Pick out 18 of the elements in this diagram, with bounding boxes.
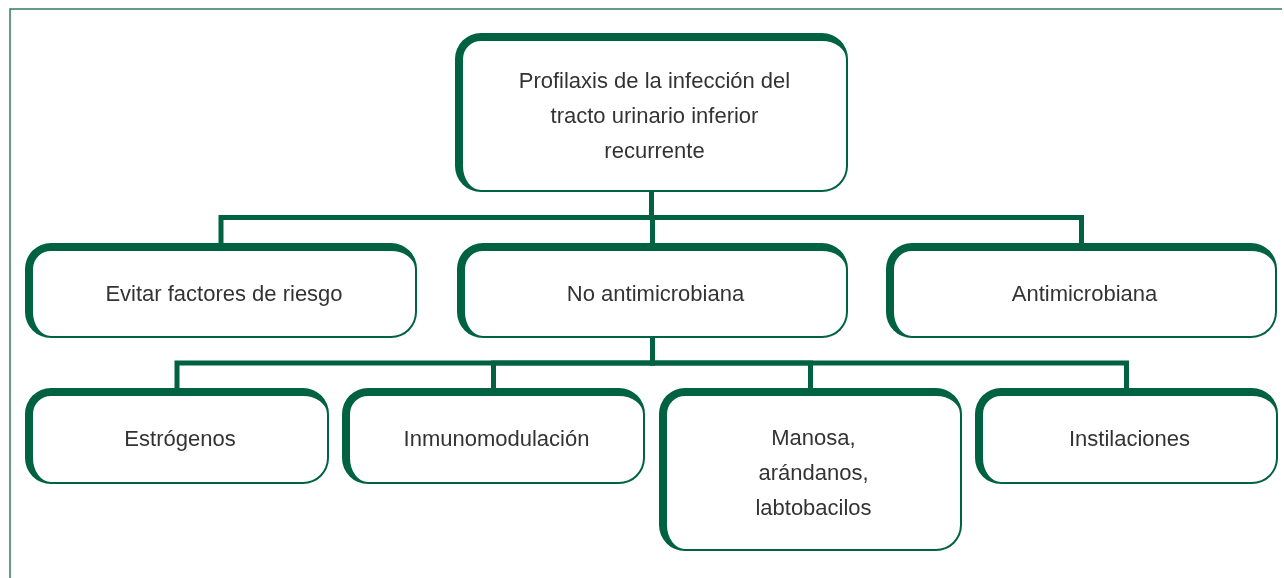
rounded-box: [659, 388, 962, 551]
box-label: Antimicrobiana: [1010, 279, 1159, 308]
rounded-box: [457, 243, 848, 338]
box-label: Evitar factores de riesgo: [104, 279, 344, 308]
connector-line: [649, 192, 1084, 245]
rounded-box: [25, 243, 417, 338]
rounded-box: [25, 388, 329, 484]
connector-line: [650, 338, 1129, 390]
rounded-box: [455, 33, 848, 192]
box-label: Manosa, arándanos, labtobacilos: [754, 423, 873, 523]
rounded-box: [886, 243, 1277, 338]
rounded-box: [342, 388, 645, 484]
box-label: Estrógenos: [123, 425, 237, 454]
box-label: Inmunomodulación: [402, 425, 591, 454]
rounded-box: [975, 388, 1278, 484]
box-label: Instilaciones: [1067, 425, 1192, 454]
box-label: Profilaxis de la infección del tracto urinario inferior recurrente: [517, 66, 792, 166]
box-label: No antimicrobiana: [565, 279, 746, 308]
